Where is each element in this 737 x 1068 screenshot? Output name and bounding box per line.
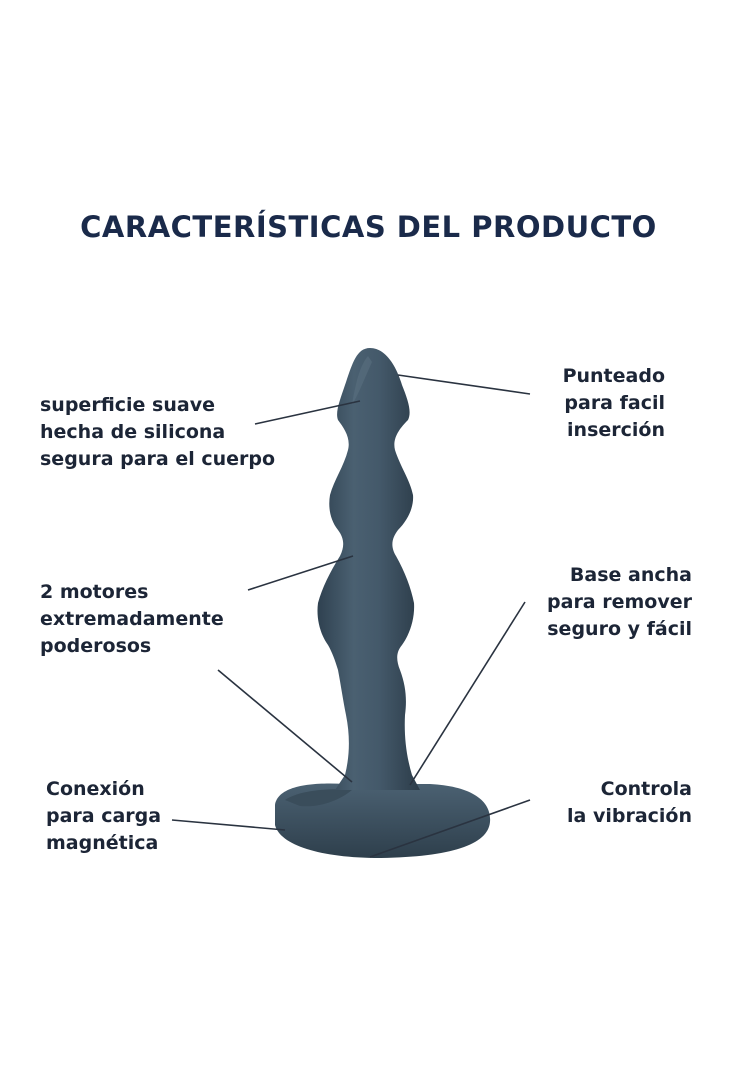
feature-line: magnética (46, 832, 159, 854)
feature-line: Conexión (46, 778, 145, 800)
leader-line-magnetic (171, 819, 286, 831)
feature-line: seguro y fácil (547, 618, 692, 640)
feature-wide-base: Base ancha para remover seguro y fácil (470, 562, 692, 643)
feature-smooth-surface: superficie suave hecha de silicona segur… (40, 392, 290, 473)
feature-tip: Punteado para facil inserción (500, 363, 665, 444)
leader-line-motors (247, 555, 354, 591)
leader-lines (171, 374, 531, 858)
feature-motors: 2 motores extremadamente poderosos (40, 579, 224, 660)
product-base (275, 783, 491, 858)
feature-line: poderosos (40, 635, 152, 657)
feature-line: para carga (46, 805, 162, 827)
leader-line-smooth-surface (254, 400, 361, 425)
feature-line: extremadamente (40, 608, 224, 630)
feature-line: superficie suave (40, 394, 215, 416)
feature-magnetic-charging: Conexión para carga magnética (46, 776, 161, 857)
product-highlight (352, 356, 372, 405)
leader-line-base (409, 601, 526, 786)
feature-line: inserción (567, 419, 665, 441)
feature-line: hecha de silicona (40, 421, 226, 443)
feature-line: Punteado (562, 365, 665, 387)
feature-line: 2 motores (40, 581, 149, 603)
leader-line-internal (217, 669, 353, 783)
feature-line: segura para el cuerpo (40, 448, 276, 470)
leader-line-tip (397, 374, 531, 395)
feature-line: Controla (600, 778, 692, 800)
feature-line: para remover (547, 591, 692, 613)
page-title: CARACTERÍSTICAS DEL PRODUCTO (80, 210, 657, 244)
feature-line: para facil (564, 392, 665, 414)
feature-line: Base ancha (569, 564, 692, 586)
product-shaft (317, 348, 420, 790)
leader-line-vibration (369, 799, 531, 858)
feature-line: la vibración (567, 805, 692, 827)
feature-vibration-control: Controla la vibración (500, 776, 692, 830)
